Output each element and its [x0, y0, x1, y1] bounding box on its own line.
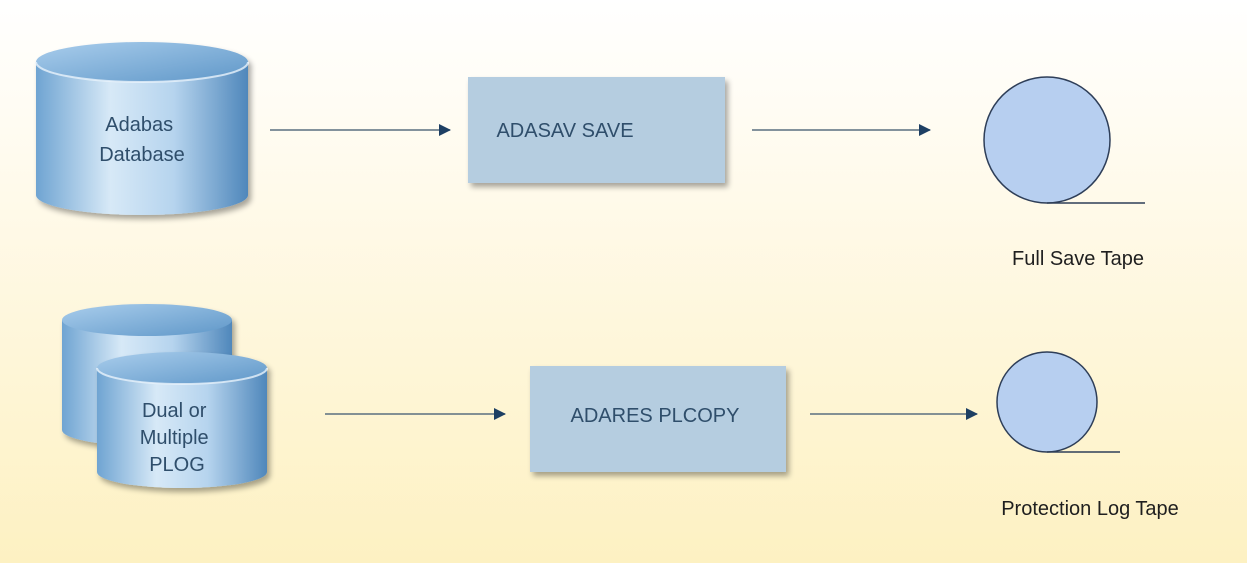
- process-label-adasav-save: ADASAV SAVE: [496, 120, 633, 142]
- output-label-full-save-tape: Full Save Tape: [1012, 248, 1144, 270]
- process-box-adasav-save: [468, 77, 725, 183]
- source-label-database: Adabas Database: [99, 114, 185, 166]
- process-box-adares-plcopy: [530, 366, 786, 472]
- database-cylinder-icon: [35, 42, 249, 215]
- source-label-line-1: Adabas: [105, 114, 173, 136]
- tape-reel-icon: [996, 351, 1120, 453]
- output-label-protection-log-tape: Protection Log Tape: [1001, 498, 1179, 520]
- row-full-save: Adabas Database ADASAV SAVE Full Save Ta…: [35, 42, 1145, 270]
- tape-reel-icon: [983, 76, 1145, 204]
- source-label-plog: Dual or Multiple PLOG: [140, 400, 214, 476]
- process-label-adares-plcopy: ADARES PLCOPY: [571, 405, 740, 427]
- front-cylinder: [96, 352, 268, 488]
- source-label-line-3: PLOG: [149, 454, 205, 476]
- source-label-line-2: Multiple: [140, 427, 209, 449]
- stacked-database-cylinders-icon: [62, 304, 268, 488]
- source-label-line-2: Database: [99, 144, 185, 166]
- source-label-line-1: Dual or: [142, 400, 207, 422]
- row-protection-log: Dual or Multiple PLOG ADARES PLCOPY Prot…: [62, 304, 1179, 520]
